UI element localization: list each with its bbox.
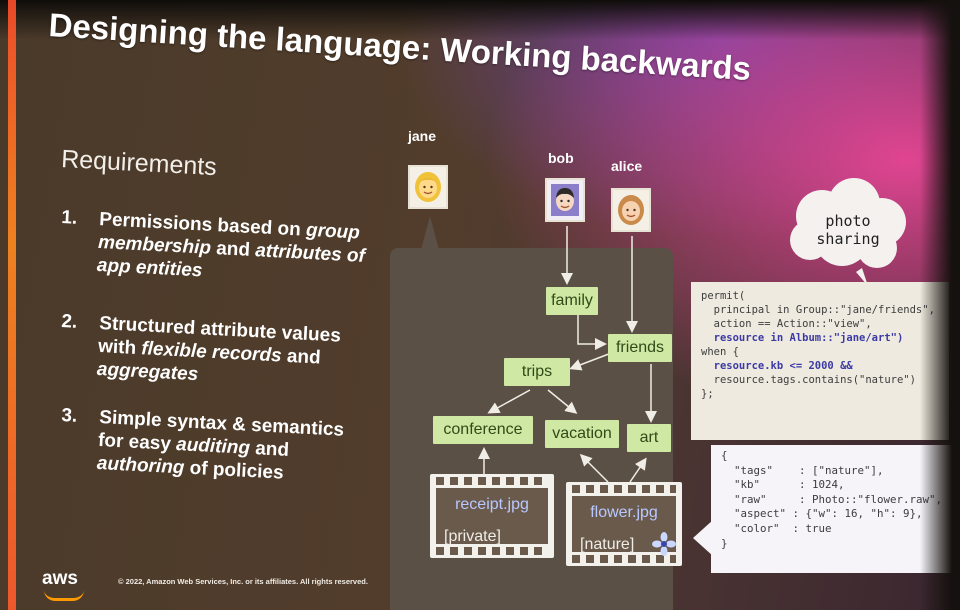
album-node-vacation: vacation bbox=[545, 420, 619, 448]
json-callout-pointer bbox=[693, 520, 713, 556]
photo-name: flower.jpg bbox=[590, 504, 658, 521]
json-line: "color" : true bbox=[721, 521, 832, 535]
json-line: "tags" : ["nature"], bbox=[721, 463, 884, 477]
app-label: photo sharing bbox=[816, 212, 880, 248]
man-icon bbox=[551, 184, 579, 216]
user-label-alice: alice bbox=[611, 158, 643, 174]
code-line: when { bbox=[701, 346, 739, 358]
film-strip-bottom bbox=[436, 547, 548, 555]
album-node-trips: trips bbox=[504, 358, 570, 386]
projection-shadow-right bbox=[920, 0, 960, 610]
user-label-bob: bob bbox=[548, 150, 574, 166]
json-line: } bbox=[721, 536, 728, 550]
photo-tag: [nature] bbox=[580, 536, 635, 553]
flower-icon bbox=[652, 532, 676, 556]
photo-flower: flower.jpg [nature] bbox=[566, 482, 682, 566]
film-strip-top bbox=[436, 477, 548, 485]
photo-tag: [private] bbox=[444, 528, 501, 545]
photo-frame: receipt.jpg [private] bbox=[436, 488, 548, 545]
aws-logo: aws bbox=[42, 568, 78, 589]
aws-smile-icon bbox=[44, 590, 84, 601]
code-line: action == Action::"view", bbox=[701, 318, 872, 330]
slide-accent-bar bbox=[8, 0, 16, 610]
group-node-family: family bbox=[546, 287, 598, 315]
code-line: resource in Album::"jane/art") bbox=[701, 332, 904, 344]
photo-receipt: receipt.jpg [private] bbox=[430, 474, 554, 558]
json-line: "aspect" : {"w": 16, "h": 9}, bbox=[721, 507, 923, 521]
code-line: principal in Group::"jane/friends", bbox=[701, 304, 935, 316]
film-strip-top bbox=[572, 485, 676, 493]
alice-avatar bbox=[611, 188, 651, 232]
code-line: }; bbox=[701, 388, 714, 400]
woman-icon bbox=[618, 195, 644, 225]
json-line: "kb" : 1024, bbox=[721, 478, 845, 492]
album-node-conference: conference bbox=[433, 416, 533, 444]
cloud-icon bbox=[790, 178, 906, 286]
projection-shadow-top bbox=[0, 0, 960, 40]
panel-pointer bbox=[421, 216, 439, 250]
film-strip-bottom bbox=[572, 555, 676, 563]
group-node-friends: friends bbox=[608, 334, 672, 362]
bob-avatar bbox=[545, 178, 585, 222]
album-node-art: art bbox=[627, 424, 671, 452]
code-line: resource.tags.contains("nature") bbox=[701, 374, 916, 386]
policy-code-block: permit( principal in Group::"jane/friend… bbox=[691, 282, 949, 440]
photo-name: receipt.jpg bbox=[455, 496, 529, 513]
code-line: resource.kb <= 2000 && bbox=[701, 360, 853, 372]
woman-icon bbox=[415, 172, 441, 202]
copyright-notice: © 2022, Amazon Web Services, Inc. or its… bbox=[118, 577, 368, 586]
entity-json-block: { "tags" : ["nature"], "kb" : 1024, "raw… bbox=[711, 445, 960, 573]
jane-avatar bbox=[408, 165, 448, 209]
json-line: "raw" : Photo::"flower.raw", bbox=[721, 492, 943, 506]
user-label-jane: jane bbox=[408, 128, 437, 144]
photo-frame: flower.jpg [nature] bbox=[572, 496, 676, 556]
json-line: { bbox=[721, 449, 728, 462]
code-line: permit( bbox=[701, 290, 746, 302]
